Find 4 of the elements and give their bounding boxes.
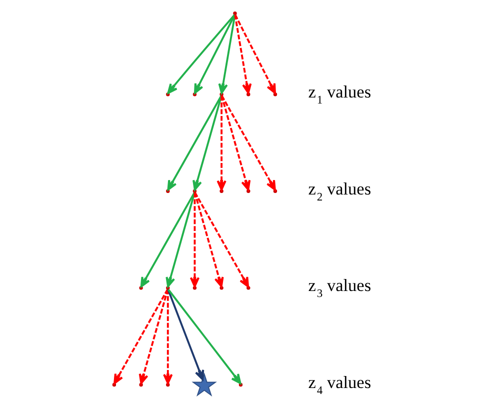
label: z$_{1}$ values xyxy=(308,82,372,107)
label: z$_{3}$ values xyxy=(308,276,372,300)
label: z$_{2}$ values xyxy=(308,179,372,204)
label: z$_{4}$ values xyxy=(308,372,372,397)
